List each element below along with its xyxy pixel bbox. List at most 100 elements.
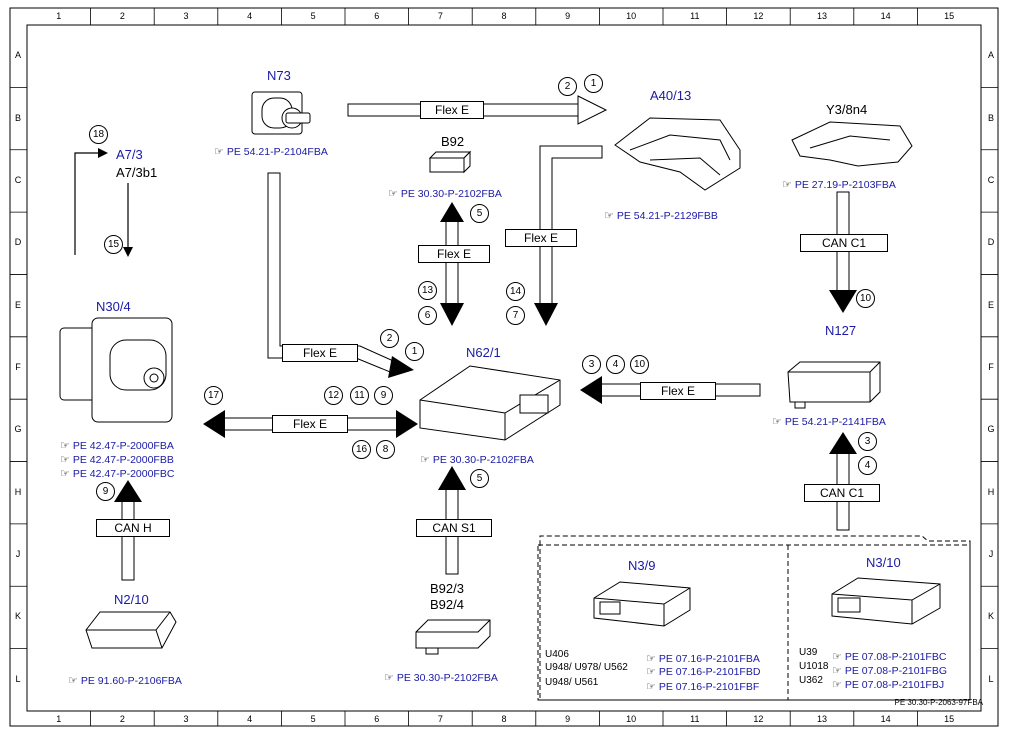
n62-ref[interactable]: PE 30.30-P-2102FBA [432,454,534,466]
y3-ref[interactable]: PE 27.19-P-2103FBA [794,179,896,191]
marker-circle: 5 [470,204,489,223]
grid-column-label: 11 [690,714,700,724]
outer-border [9,7,999,727]
grid-column-label: 3 [183,714,189,724]
pointing-hand-icon: ☞ [832,665,842,677]
a40-path [539,145,603,306]
n30-ref-row-2[interactable]: ☞PE 42.47-P-2000FBB [60,450,174,468]
n39-ref-row-2[interactable]: ☞PE 07.16-P-2101FBD [646,662,760,680]
grid-row-label: J [988,549,994,560]
pointing-hand-icon: ☞ [420,454,430,466]
y3-drawing [791,121,913,167]
n310-ref[interactable]: PE 07.08-P-2101FBJ [844,679,945,691]
n127-ref[interactable]: PE 54.21-P-2141FBA [784,416,886,428]
b92-ref-row[interactable]: ☞PE 30.30-P-2102FBA [388,184,502,202]
grid-row-label: K [14,611,21,622]
n39-drawing [593,581,691,627]
b923-ref[interactable]: PE 30.30-P-2102FBA [396,672,498,684]
n310-code: U1018 [799,661,829,672]
grid-ticks [10,8,998,726]
can-s1-bus: CAN S1 [416,519,492,537]
marker-circle: 2 [558,77,577,96]
b92-drawing [428,150,472,174]
n310-code: U39 [799,647,818,658]
pointing-hand-icon: ☞ [646,666,656,678]
b923-label: B92/3 [430,581,464,596]
n310-ref-row-2[interactable]: ☞PE 07.08-P-2101FBG [832,661,947,679]
n310-label: N3/10 [866,555,901,570]
pointing-hand-icon: ☞ [772,416,782,428]
n30-ref[interactable]: PE 42.47-P-2000FBA [72,440,174,452]
grid-row-label: A [987,50,994,61]
n39-ref[interactable]: PE 07.16-P-2101FBA [658,653,760,665]
grid-column-label: 4 [247,714,253,724]
grid-row-label: J [15,549,21,560]
grid-column-label: 13 [816,714,827,724]
a40-ref[interactable]: PE 54.21-P-2129FBB [616,210,718,222]
n30-drawing [59,317,173,423]
n39-ref-row-3[interactable]: ☞PE 07.16-P-2101FBF [646,677,759,695]
flex-e-bus-n127: Flex E [640,382,716,400]
n210-label: N2/10 [114,592,149,607]
n30-ref-row-3[interactable]: ☞PE 42.47-P-2000FBC [60,464,174,482]
grid-column-label: 1 [56,11,62,21]
b923-drawing [415,619,491,655]
n73-ref-row[interactable]: ☞PE 54.21-P-2104FBA [214,142,328,160]
marker-circle: 17 [204,386,223,405]
pointing-hand-icon: ☞ [832,679,842,691]
n62-label: N62/1 [466,345,501,360]
n310-ref[interactable]: PE 07.08-P-2101FBG [844,665,948,677]
a40-drawing [614,117,741,191]
n73-ref[interactable]: PE 54.21-P-2104FBA [226,146,328,158]
grid-row-label: C [14,174,22,185]
n39-ref-row-1[interactable]: ☞PE 07.16-P-2101FBA [646,649,760,667]
n62-drawing [419,365,561,441]
a40-head [534,303,558,326]
n30-left-head [203,410,225,438]
grid-column-label: 2 [119,11,125,21]
marker-circle: 3 [858,432,877,451]
a73-label: A7/3 [116,147,143,162]
marker-circle: 1 [584,74,603,93]
a73-in-line [74,152,98,255]
n39-ref[interactable]: PE 07.16-P-2101FBF [658,681,760,693]
pointing-hand-icon: ☞ [60,440,70,452]
n310-ref[interactable]: PE 07.08-P-2101FBC [844,651,947,663]
n210-ref[interactable]: PE 91.60-P-2106FBA [80,675,182,687]
n39-label: N3/9 [628,558,656,573]
marker-circle: 10 [856,289,875,308]
n30-ref[interactable]: PE 42.47-P-2000FBB [72,454,174,466]
n39-ref[interactable]: PE 07.16-P-2101FBD [658,666,761,678]
b92-down-head [440,303,464,326]
marker-circle: 8 [376,440,395,459]
marker-circle: 3 [582,355,601,374]
a73b1-label: A7/3b1 [116,165,158,180]
n127-ref-row[interactable]: ☞PE 54.21-P-2141FBA [772,412,886,430]
b92-ref[interactable]: PE 30.30-P-2102FBA [400,188,502,200]
grid-column-label: 1 [56,714,62,724]
marker-circle: 9 [96,482,115,501]
y3-ref-row[interactable]: ☞PE 27.19-P-2103FBA [782,175,896,193]
n310-code: U362 [799,675,823,686]
inner-border [26,24,982,712]
grid-column-label: 11 [690,11,700,21]
grid-column-label: 7 [437,714,443,724]
n30-ref[interactable]: PE 42.47-P-2000FBC [72,468,175,480]
n62-ref-row[interactable]: ☞PE 30.30-P-2102FBA [420,450,534,468]
grid-column-label: 5 [310,714,316,724]
n310-ref-row-3[interactable]: ☞PE 07.08-P-2101FBJ [832,675,944,693]
n73-label: N73 [267,68,291,83]
grid-column-label: 9 [565,714,571,724]
n210-ref-row[interactable]: ☞PE 91.60-P-2106FBA [68,671,182,689]
grid-row-label: D [987,237,995,248]
n30-ref-row-1[interactable]: ☞PE 42.47-P-2000FBA [60,436,174,454]
b923-ref-row[interactable]: ☞PE 30.30-P-2102FBA [384,668,498,686]
grid-column-label: 6 [374,11,380,21]
n210-shaft [121,499,135,581]
grid-column-label: 15 [944,714,955,724]
a40-ref-row[interactable]: ☞PE 54.21-P-2129FBB [604,206,718,224]
grid-row-label: E [14,299,21,310]
n310-ref-row-1[interactable]: ☞PE 07.08-P-2101FBC [832,647,946,665]
